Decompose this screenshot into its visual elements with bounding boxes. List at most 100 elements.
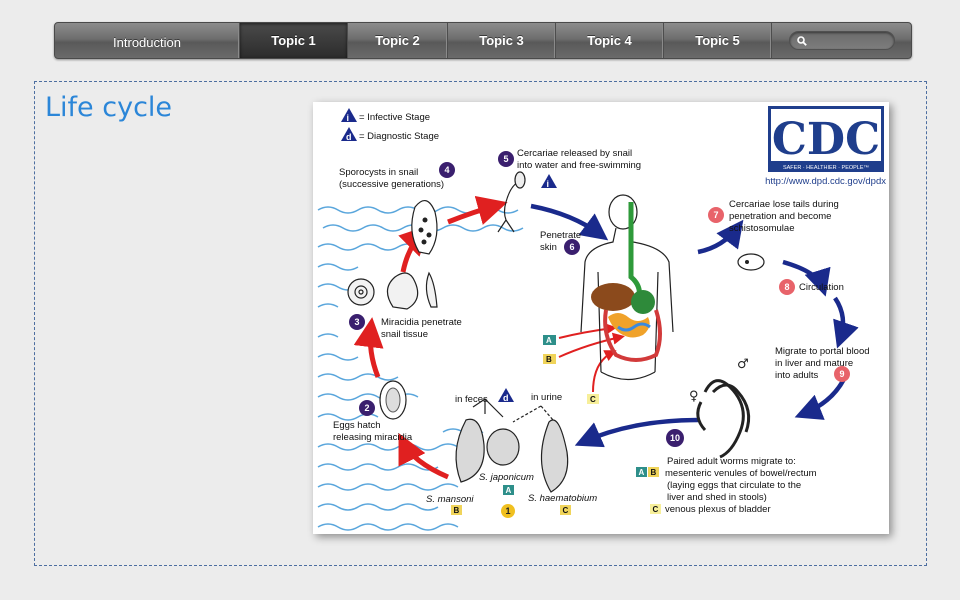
nav-item-topic-1[interactable]: Topic 1: [240, 23, 348, 58]
step-7-number: 7: [713, 210, 718, 220]
step-markers: 1 2 3 4 5 6 7 8 9 10: [349, 151, 850, 518]
life-cycle-diagram: i = Infective Stage d = Diagnostic Stage…: [313, 102, 889, 534]
diagnostic-stage-icon: [341, 127, 357, 141]
search-icon: [796, 35, 807, 46]
tag-b-body: B: [546, 355, 552, 364]
arrow-7-to-8: [782, 259, 831, 297]
arrow-2-to-3: [353, 317, 384, 378]
diagnostic-stage-marker: [498, 388, 514, 402]
step-3-number: 3: [354, 317, 359, 327]
step-5-number: 5: [503, 154, 508, 164]
tag-c-haematobium: C: [563, 506, 569, 515]
legend: i = Infective Stage d = Diagnostic Stage: [341, 108, 439, 142]
tag-b-mansoni: B: [454, 506, 460, 515]
s-mansoni-label: S. mansoni: [426, 494, 474, 505]
step-5-line-1: Cercariae released by snail: [517, 148, 632, 159]
arrow-5-to-6: [530, 203, 609, 241]
step-2-line-2: releasing miracidia: [333, 432, 413, 443]
nav-item-topic-3[interactable]: Topic 3: [448, 23, 556, 58]
tag-c-body: C: [590, 395, 596, 404]
step-10-line-2: mesenteric venules of bowel/rectum: [665, 468, 817, 479]
egg-branches: [472, 398, 554, 423]
sporocyst: [411, 200, 438, 255]
arrow-10-to-eggs: [574, 417, 699, 448]
male-symbol: ♂: [737, 357, 749, 372]
step-3-line-2: snail tissue: [381, 329, 428, 340]
miracidium: [379, 380, 407, 420]
step-9-number: 9: [839, 369, 844, 379]
step-9-line-3: into adults: [775, 370, 819, 381]
species-tags: A B C A B C A B C: [451, 335, 661, 515]
page-title: Life cycle: [45, 92, 173, 123]
step-1-circle: [501, 504, 515, 518]
cdc-tagline: SAFER · HEALTHIER · PEOPLE™: [783, 165, 869, 171]
tag-c-step10: C: [653, 505, 659, 514]
water-waves: [317, 206, 524, 531]
step-10-line-4: liver and shed in stools): [667, 492, 767, 503]
tag-b-step10: B: [651, 468, 657, 477]
step-8-number: 8: [784, 282, 789, 292]
step-6-line-1: Penetrate: [540, 230, 581, 241]
tag-a-step10: A: [639, 468, 645, 477]
arrow-1-to-2: [398, 433, 449, 480]
content-panel: Life cycle: [34, 81, 927, 566]
step-2-number: 2: [364, 403, 369, 413]
in-urine-label: in urine: [531, 392, 562, 403]
nav-item-topic-2[interactable]: Topic 2: [348, 23, 448, 58]
arrow-8-to-9: [833, 296, 859, 349]
step-captions: Eggs hatch releasing miracidia Miracidia…: [333, 148, 870, 515]
cdc-logo-text: CDC: [772, 114, 880, 165]
step-4-line-1: Sporocysts in snail: [339, 167, 418, 178]
infective-stage-icon: [341, 108, 357, 122]
diagnostic-symbol: d: [346, 132, 352, 142]
tag-a-japonicum: A: [506, 486, 512, 495]
infective-marker-symbol: i: [547, 179, 550, 189]
infective-label: = Infective Stage: [359, 112, 430, 123]
step-9-line-1: Migrate to portal blood: [775, 346, 870, 357]
nav-item-topic-4[interactable]: Topic 4: [556, 23, 664, 58]
life-cycle-svg: i = Infective Stage d = Diagnostic Stage…: [317, 106, 886, 531]
adult-worms: [696, 379, 751, 459]
step-3-line-1: Miracidia penetrate: [381, 317, 462, 328]
cycle-arrows-blue: [530, 203, 859, 448]
step-5-line-2: into water and free-swimming: [517, 160, 641, 171]
snail-shells: [347, 271, 438, 310]
infective-symbol: i: [347, 113, 350, 123]
step-4-line-2: (successive generations): [339, 179, 444, 190]
cdc-logo: CDC SAFER · HEALTHIER · PEOPLE™ http://w…: [765, 106, 886, 187]
nav-item-introduction[interactable]: Introduction: [55, 23, 240, 58]
egg-route-arrows: [558, 323, 625, 393]
step-9-line-2: in liver and mature: [775, 358, 853, 369]
female-symbol: ♀: [689, 389, 699, 404]
in-feces-label: in feces: [455, 394, 488, 405]
step-6-number: 6: [569, 242, 574, 252]
top-nav: Introduction Topic 1 Topic 2 Topic 3 Top…: [54, 22, 912, 59]
arrow-4-to-5: [447, 195, 508, 225]
schistosomula: [737, 253, 765, 271]
step-6-line-2: skin: [540, 242, 557, 253]
step-7-line-2: penetration and become: [729, 211, 831, 222]
step-10-number: 10: [670, 433, 680, 443]
nav-item-topic-5[interactable]: Topic 5: [664, 23, 772, 58]
step-7-line-1: Cercariae lose tails during: [729, 199, 839, 210]
diagnostic-label: = Diagnostic Stage: [359, 131, 439, 142]
eggs: [455, 418, 569, 493]
step-4-number: 4: [444, 165, 449, 175]
step-1-number: 1: [505, 506, 510, 516]
arrow-6-to-7: [697, 219, 744, 255]
tag-a-body: A: [546, 336, 552, 345]
search-input[interactable]: [810, 34, 889, 47]
s-haematobium-label: S. haematobium: [528, 493, 597, 504]
step-10-line-1: Paired adult worms migrate to:: [667, 456, 796, 467]
diagnostic-marker-symbol: d: [503, 393, 509, 403]
s-japonicum-label: S. japonicum: [479, 472, 534, 483]
step-10-line-5: venous plexus of bladder: [665, 504, 771, 515]
cercaria: [497, 171, 526, 233]
infective-stage-marker: [541, 174, 557, 188]
search-box[interactable]: [788, 31, 895, 50]
nav-search-area: [772, 23, 911, 58]
step-8-line-1: Circulation: [799, 282, 844, 293]
organs: [591, 202, 662, 362]
arrow-9-to-10: [794, 375, 848, 420]
step-10-line-3: (laying eggs that circulate to the: [667, 480, 801, 491]
